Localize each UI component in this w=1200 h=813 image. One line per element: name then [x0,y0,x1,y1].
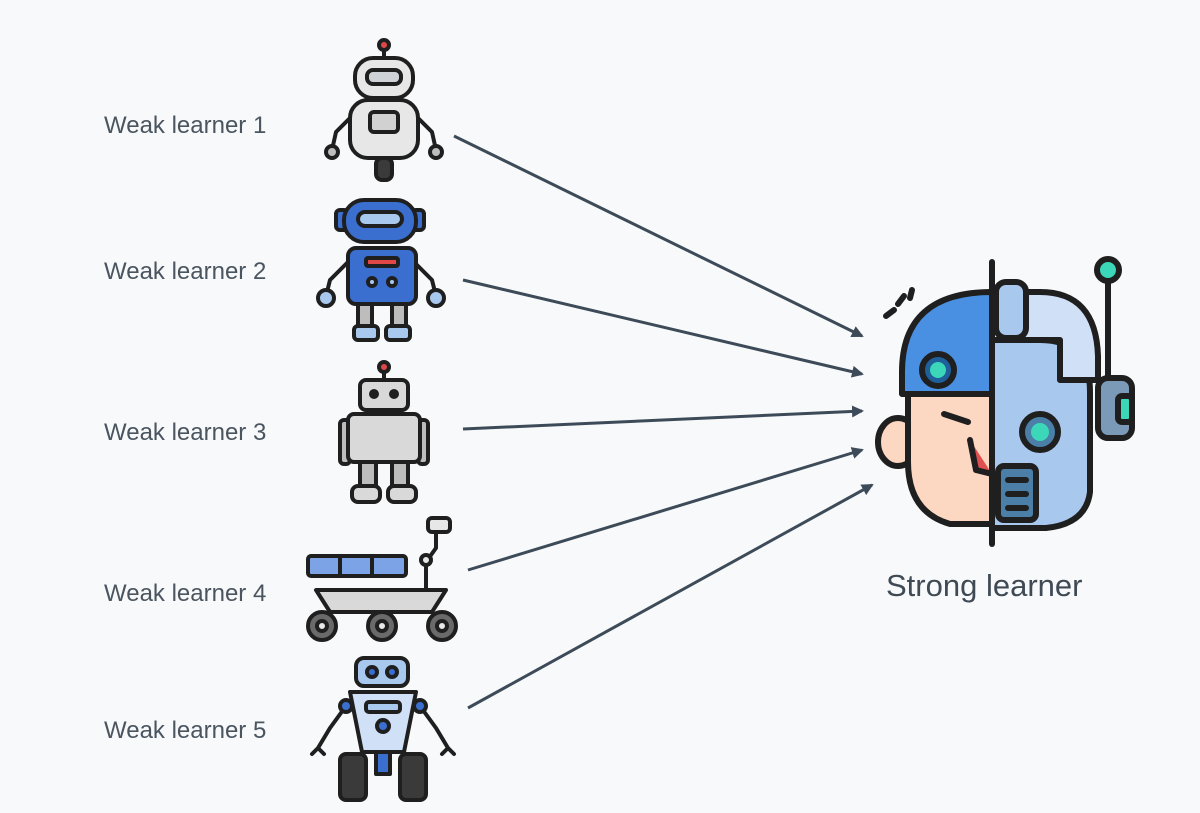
weak-learner-4-label: Weak learner 4 [104,580,267,607]
blue-robot-icon [316,198,446,342]
arrows [453,134,874,710]
weak-learner-2-label: Weak learner 2 [104,258,267,285]
boxy-robot-icon [338,360,430,504]
arrow-4 [467,447,864,572]
cyborg-head-icon [875,256,1135,547]
weak-learner-1-label: Weak learner 1 [104,112,267,139]
arrow-1 [453,134,864,338]
strong-learner-label: Strong learner [886,568,1083,603]
white-robot-icon [324,38,444,182]
weak-learner-3-label: Weak learner 3 [104,419,267,446]
arrow-2 [462,278,864,378]
tracked-robot-icon [310,656,456,802]
rover-robot-icon [306,516,458,642]
arrow-5 [467,483,874,710]
arrow-3 [462,405,864,431]
weak-learner-5-label: Weak learner 5 [104,717,267,744]
